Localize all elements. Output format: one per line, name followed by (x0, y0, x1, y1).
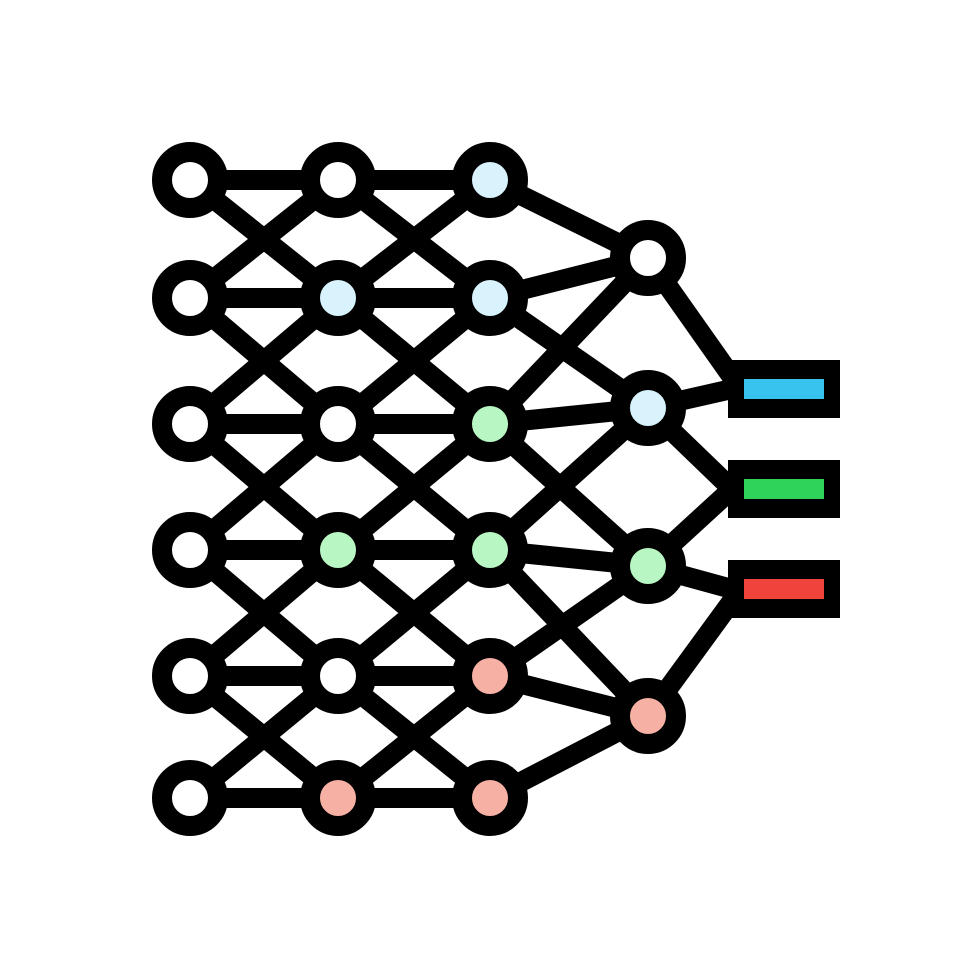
hidden-layer-3-node-white (610, 220, 686, 296)
hidden-layer-2-node-red (452, 638, 528, 714)
hidden-layer-2-node-green (452, 386, 528, 462)
hidden-layer-2-node-green (452, 512, 528, 588)
hidden-layer-3-node-green (610, 528, 686, 604)
hidden-layer-1-node-white (300, 142, 376, 218)
hidden-layer-3-node-blue (610, 370, 686, 446)
hidden-layer-2-node-blue (452, 260, 528, 336)
input-layer-node-white (152, 638, 228, 714)
output-bars (728, 360, 840, 618)
connection-line (480, 248, 658, 434)
hidden-layer-1-node-green (300, 512, 376, 588)
hidden-layer-3-node-red (610, 678, 686, 754)
input-layer-node-white (152, 512, 228, 588)
hidden-layer-2-node-red (452, 760, 528, 836)
output-bar-fill-blue (744, 379, 824, 399)
input-layer-node-white (152, 760, 228, 836)
input-layer-node-white (152, 260, 228, 336)
input-layer-node-white (152, 142, 228, 218)
input-layer-node-white (152, 386, 228, 462)
output-bar-fill-green (744, 479, 824, 499)
output-bar-fill-red (744, 579, 824, 599)
nodes (152, 142, 686, 836)
hidden-layer-1-node-blue (300, 260, 376, 336)
hidden-layer-1-node-white (300, 386, 376, 462)
hidden-layer-1-node-red (300, 760, 376, 836)
hidden-layer-1-node-white (300, 638, 376, 714)
hidden-layer-2-node-blue (452, 142, 528, 218)
